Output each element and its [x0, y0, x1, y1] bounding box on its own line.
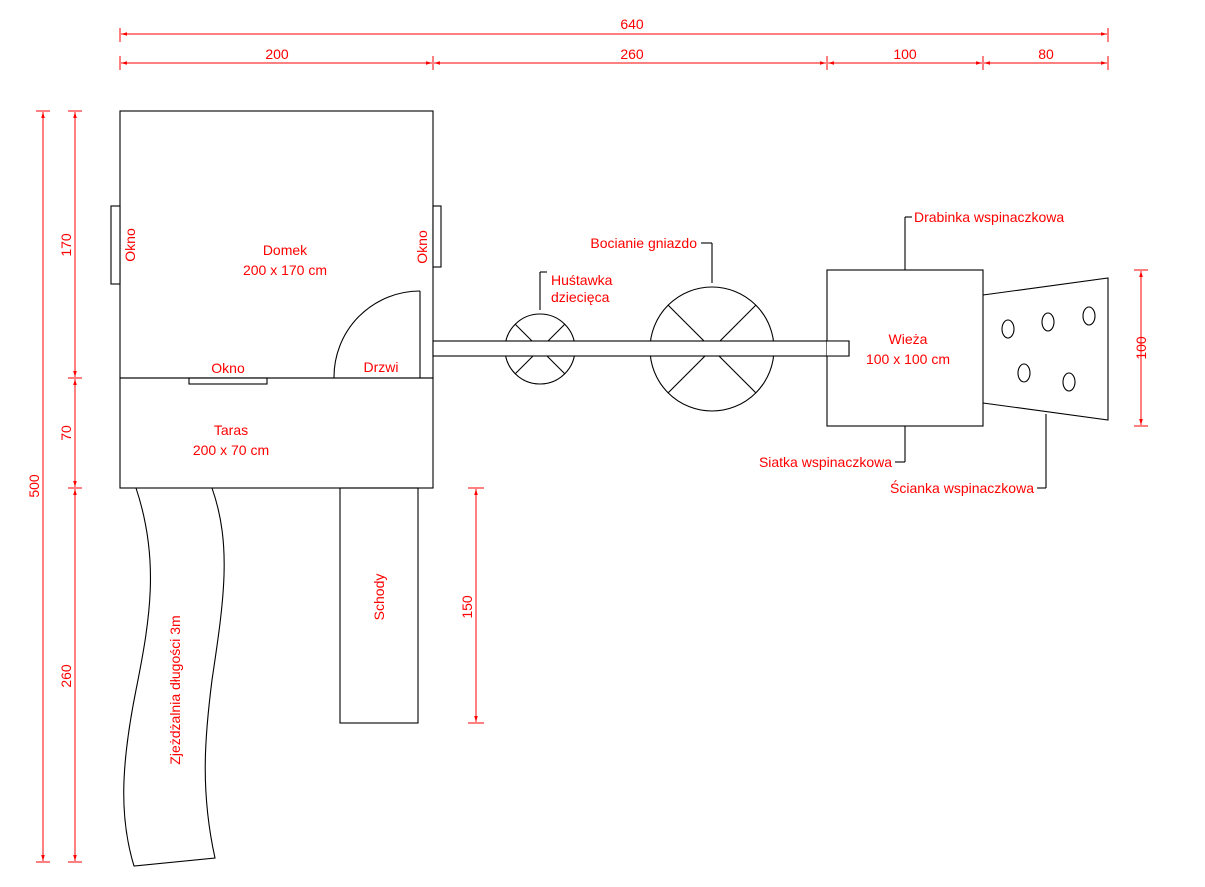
climbing-hold: [1082, 306, 1096, 326]
dim-schody: 150: [459, 595, 475, 619]
dim-scianka-width: 80: [1038, 46, 1054, 62]
scianka: Ścianka wspinaczkowa 100: [890, 269, 1149, 496]
top-dimensions: 640 200 260 100 80: [119, 16, 1109, 70]
okno-right-label: Okno: [414, 230, 430, 264]
domek-size: 200 x 170 cm: [243, 262, 327, 278]
dim-wieza-width: 100: [893, 46, 917, 62]
left-dimensions: 500 170 70 260: [26, 110, 82, 863]
taras: Taras 200 x 70 cm: [119, 377, 434, 489]
bocianie-gniazdo: Bocianie gniazdo: [590, 235, 775, 412]
dim-zjezdzalnia-height: 260: [58, 664, 74, 688]
drzwi-label: Drzwi: [364, 359, 399, 375]
zjezdzalnia: Zjeżdżalnia długości 3m: [123, 487, 225, 867]
hustawka: Huśtawka dziecięca: [504, 271, 613, 385]
taras-title: Taras: [214, 422, 248, 438]
dim-domek-width: 200: [265, 46, 289, 62]
climbing-hold: [1001, 319, 1015, 339]
climbing-hold: [1017, 363, 1031, 383]
dim-bridge-width: 260: [620, 46, 644, 62]
okno-right-window: [432, 205, 442, 268]
dim-domek-height: 170: [58, 233, 74, 257]
climbing-hold: [1041, 312, 1055, 332]
dim-scianka-height: 100: [1133, 336, 1149, 360]
siatka-label: Siatka wspinaczkowa: [759, 454, 892, 470]
taras-size: 200 x 70 cm: [193, 442, 269, 458]
drzwi-swing-arc: [333, 290, 421, 379]
wieza: Wieża 100 x 100 cm Drabinka wspinaczkowa…: [759, 209, 1064, 470]
domek: Okno Okno Okno Domek 200 x 170 cm Drzwi: [110, 110, 442, 385]
zjezdzalnia-label: Zjeżdżalnia długości 3m: [167, 615, 183, 764]
okno-left-window: [110, 205, 121, 285]
dim-total-height: 500: [26, 474, 42, 498]
connecting-beam: [432, 340, 850, 357]
schody: Schody 150: [339, 487, 484, 724]
scianka-label: Ścianka wspinaczkowa: [890, 479, 1034, 496]
okno-bottom-label: Okno: [211, 360, 245, 376]
dim-taras-height: 70: [58, 425, 74, 441]
hustawka-label-line2: dziecięca: [551, 289, 610, 305]
wieza-size: 100 x 100 cm: [866, 351, 950, 367]
hustawka-label-line1: Huśtawka: [551, 272, 613, 288]
schody-label: Schody: [371, 574, 387, 621]
wieza-title: Wieża: [889, 331, 928, 347]
dim-total-width: 640: [620, 16, 644, 32]
okno-left-label: Okno: [122, 228, 138, 262]
bocianie-label: Bocianie gniazdo: [590, 235, 697, 251]
okno-bottom-window: [188, 377, 268, 385]
domek-title: Domek: [263, 242, 308, 258]
drabinka-label: Drabinka wspinaczkowa: [914, 209, 1064, 225]
climbing-hold: [1062, 372, 1076, 392]
